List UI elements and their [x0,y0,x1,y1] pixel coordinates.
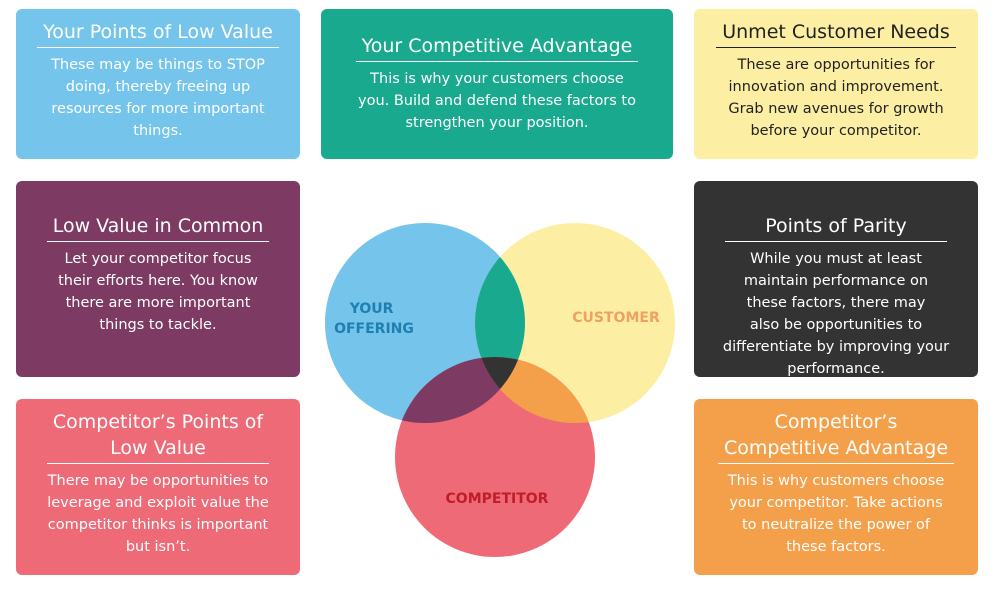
competitor-low-value-title: Competitor’s Points of Low Value [46,409,270,464]
venn-diagram: YOUR OFFERING CUSTOMER COMPETITOR [325,223,675,557]
text-line: differentiate by improving your [722,339,950,355]
unmet-needs-text: These are opportunities for innovation a… [708,54,964,142]
competitor-low-value-card: Competitor’s Points of Low Value There m… [16,399,300,575]
text-line: competitor thinks is important [47,517,269,533]
text-line: These may be things to STOP [51,57,265,73]
unmet-needs-title: Unmet Customer Needs [716,19,956,48]
text-line: resources for more important [51,101,265,117]
low-value-text: These may be things to STOP doing, there… [30,54,286,142]
text-line: to neutralize the power of [741,517,930,533]
text-line: This is why customers choose [727,473,945,489]
title-line: Low Value [110,437,206,459]
text-line: performance. [787,361,885,377]
competitor-label: COMPETITOR [446,491,549,507]
parity-card: Points of Parity While you must at least… [694,181,978,377]
competitor-advantage-text: This is why customers choose your compet… [708,470,964,558]
competitive-advantage-text: This is why your customers choose you. B… [335,68,659,134]
text-line: This is why your customers choose [370,71,624,87]
competitive-advantage-card: Your Competitive Advantage This is why y… [321,9,673,159]
text-line: strengthen your position. [405,115,589,131]
text-line: there are more important [65,295,251,311]
low-value-common-title: Low Value in Common [46,213,270,242]
text-line: their efforts here. You know [58,273,258,289]
competitor-advantage-title: Competitor’s Competitive Advantage [717,409,955,464]
text-line: your competitor. Take actions [729,495,943,511]
competitor-low-value-text: There may be opportunities to leverage a… [30,470,286,558]
text-line: While you must at least [750,251,922,267]
text-line: things. [133,123,183,139]
customer-competitor-overlap [475,357,595,423]
title-line: Competitor’s Points of [52,411,264,433]
low-value-card: Your Points of Low Value These may be th… [16,9,300,159]
unmet-needs-card: Unmet Customer Needs These are opportuni… [694,9,978,159]
low-value-common-text: Let your competitor focus their efforts … [30,248,286,336]
text-line: Grab new avenues for growth [728,101,944,117]
competitor-advantage-card: Competitor’s Competitive Advantage This … [694,399,978,575]
text-line: you. Build and defend these factors to [358,93,636,109]
low-value-common-card: Low Value in Common Let your competitor … [16,181,300,377]
text-line: leverage and exploit value the [47,495,269,511]
text-line: maintain performance on [743,273,929,289]
title-line: Competitor’s [774,411,898,433]
text-line: things to tackle. [99,317,217,333]
text-line: these factors. [786,539,886,555]
text-line: doing, thereby freeing up [65,79,251,95]
text-line: Let your competitor focus [64,251,252,267]
text-line: These are opportunities for [737,57,935,73]
text-line: innovation and improvement. [728,79,944,95]
text-line: but isn’t. [125,539,191,555]
offering-competitor-overlap [395,357,525,423]
text-line: before your competitor. [750,123,922,139]
parity-text: While you must at least maintain perform… [708,248,964,380]
title-line: Competitive Advantage [723,437,949,459]
offering-label: YOUR OFFERING [334,301,414,337]
text-line: also be opportunities to [749,317,923,333]
customer-label: CUSTOMER [572,310,660,326]
parity-title: Points of Parity [725,213,947,242]
text-line: these factors, there may [746,295,926,311]
low-value-title: Your Points of Low Value [37,19,279,48]
competitive-advantage-title: Your Competitive Advantage [355,33,639,62]
text-line: There may be opportunities to [47,473,269,489]
